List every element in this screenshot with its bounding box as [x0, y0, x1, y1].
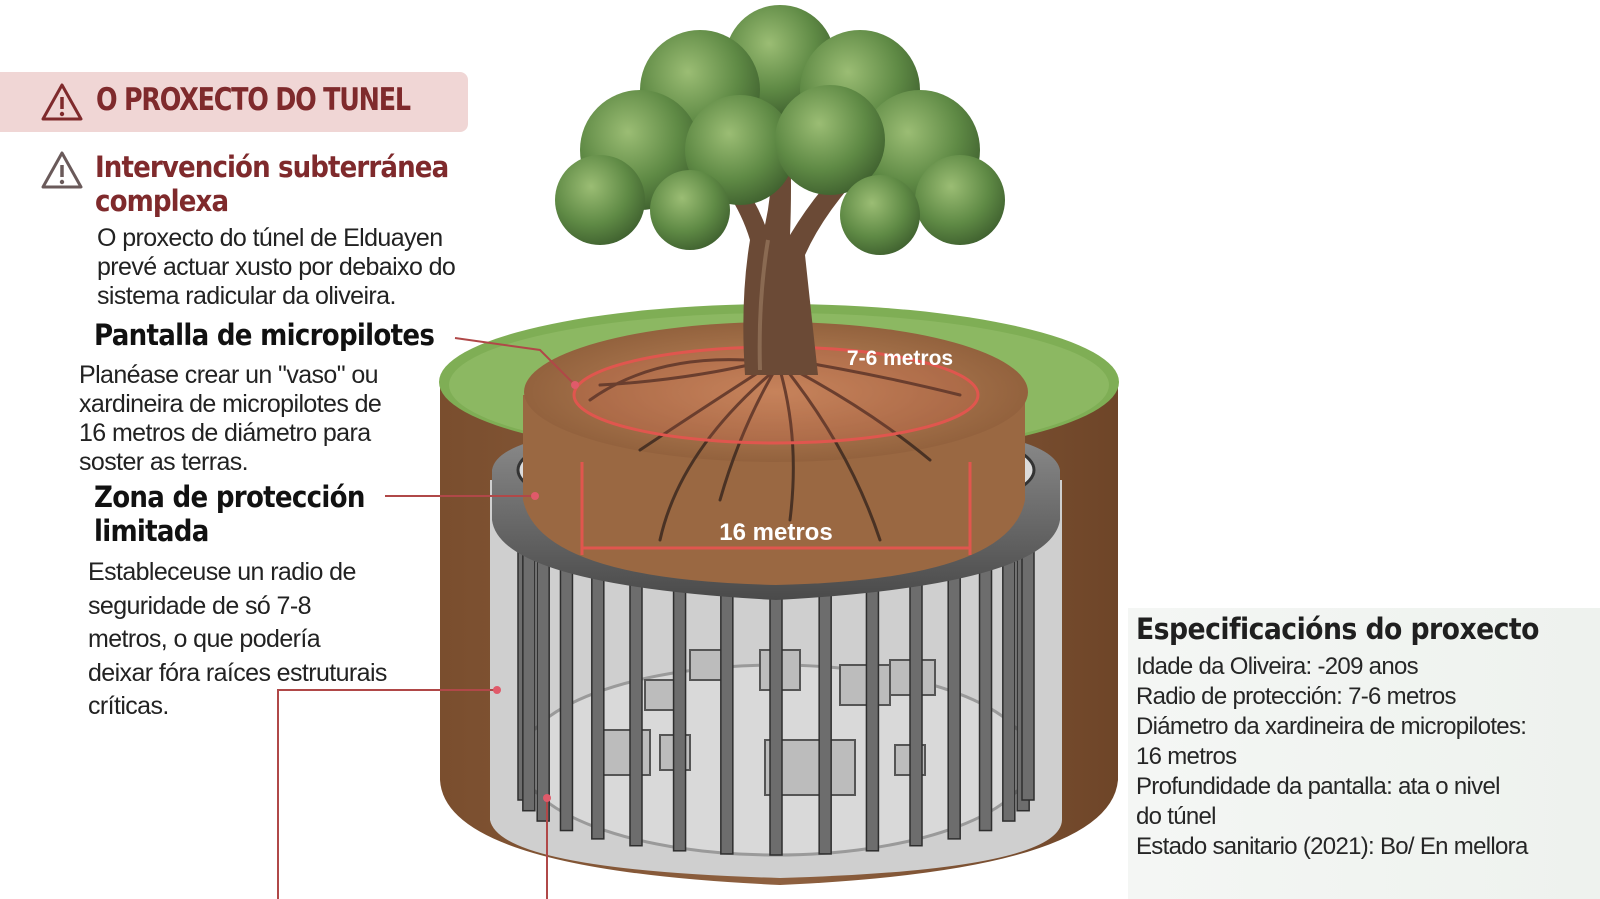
protection-zone-body: Estableceuse un radio de seguridade de s…	[88, 556, 387, 724]
specs-panel	[1128, 608, 1600, 899]
body-line: prevé actuar xusto por debaixo do	[97, 253, 456, 281]
micropile-bar	[818, 578, 832, 855]
tree-canopy	[555, 5, 1005, 255]
spec-line: 16 metros	[1136, 743, 1237, 770]
micropile-bar	[522, 539, 536, 812]
spec-line: Diámetro da xardineira de micropilotes:	[1136, 713, 1527, 740]
micropile-bar	[672, 575, 687, 852]
micropile-bar	[947, 564, 961, 840]
spec-line: Estado sanitario (2021): Bo/ En mellora	[1136, 833, 1528, 860]
specs-title: Especificacións do proxecto	[1136, 612, 1539, 646]
section-banner: O PROXECTO DO TUNEL	[0, 72, 468, 132]
diameter-label: 16 metros	[719, 519, 832, 546]
warning-triangle-icon	[41, 151, 83, 189]
intervention-title-line: Intervención subterránea	[95, 150, 449, 184]
micropile-bar	[978, 557, 993, 832]
body-line: metros, o que podería	[88, 625, 321, 653]
spec-line: Radio de protección: 7-6 metros	[1136, 683, 1457, 710]
body-line: xardineira de micropilotes de	[79, 390, 382, 418]
body-line: sistema radicular da oliveira.	[97, 282, 396, 310]
radius-label: 7-6 metros	[847, 347, 953, 370]
spec-line: Idade da Oliveira: -209 anos	[1136, 653, 1419, 680]
banner-title: O PROXECTO DO TUNEL	[96, 82, 411, 118]
micropile-bar	[720, 578, 734, 855]
title-line: Zona de protección	[94, 480, 365, 514]
callout-lines	[277, 337, 576, 899]
body-line: críticas.	[88, 692, 169, 720]
specs-list: Idade da Oliveira: -209 anos Radio de pr…	[1136, 652, 1600, 862]
roots	[588, 358, 962, 542]
warning-triangle-icon	[41, 83, 83, 121]
micropile-bar	[1002, 548, 1016, 822]
protection-zone-title: Zona de protección limitada	[94, 480, 365, 548]
diameter-dimension	[580, 462, 972, 555]
micropile-bar	[1021, 529, 1035, 801]
body-line: 16 metros de diámetro para	[79, 419, 371, 447]
spec-line: do túnel	[1136, 803, 1217, 830]
spec-line: Profundidade da pantalla: ata o nivel	[1136, 773, 1500, 800]
intervention-body: O proxecto do túnel de Elduayen prevé ac…	[97, 224, 456, 311]
body-line: deixar fóra raíces estruturais	[88, 658, 387, 687]
body-line: O proxecto do túnel de Elduayen	[97, 224, 443, 252]
intervention-title-line: complexa	[95, 184, 229, 218]
micropile-bar	[536, 548, 550, 822]
micropiles-body: Planéase crear un "vaso" ou xardineira d…	[79, 361, 382, 477]
micropile-bar	[629, 570, 643, 847]
intervention-title: Intervención subterránea complexa	[95, 150, 473, 218]
title-line: limitada	[94, 514, 209, 548]
callout-dots	[493, 381, 579, 802]
body-line: Estableceuse un radio de	[88, 558, 356, 586]
body-line: Planéase crear un "vaso" ou	[79, 361, 379, 389]
micropile-bar	[769, 579, 783, 856]
micropile-bar	[591, 564, 605, 840]
micropile-bar	[559, 557, 574, 832]
body-line: soster as terras.	[79, 448, 249, 476]
micropiles-title: Pantalla de micropilotes	[94, 318, 435, 352]
micropile-bar	[909, 570, 923, 847]
body-line: seguridade de só 7-8	[88, 591, 311, 620]
micropile-bar	[865, 575, 880, 852]
